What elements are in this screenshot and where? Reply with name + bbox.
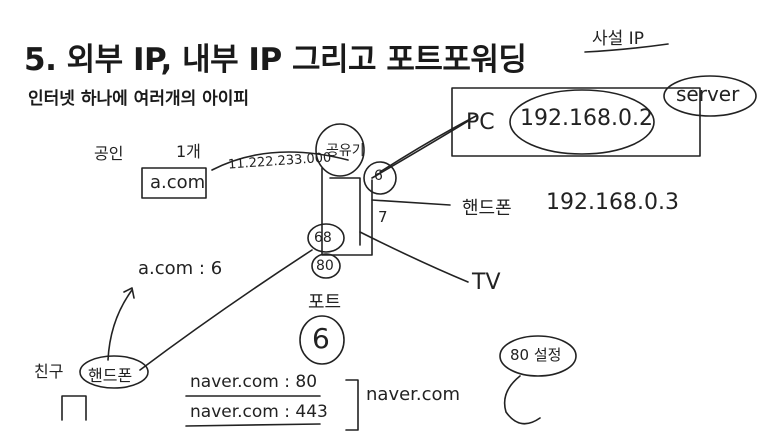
- port-6-circle: [363, 161, 397, 195]
- pc-ip: 192.168.0.2: [520, 106, 653, 131]
- port-number-circle: [299, 315, 345, 365]
- naver-bracket: [345, 379, 359, 431]
- router-circle: [315, 123, 365, 177]
- pc-box: [451, 87, 701, 157]
- port-label: 포트: [308, 292, 342, 313]
- pc-link: [371, 119, 471, 179]
- page-title: 5. 외부 IP, 내부 IP 그리고 포트포워딩: [24, 42, 527, 78]
- friend-phone-label: 핸드폰: [88, 366, 133, 385]
- page-subtitle: 인터넷 하나에 여러개의 아이피: [28, 89, 250, 109]
- domain-box: [141, 167, 207, 199]
- phone-ip: 192.168.0.3: [546, 190, 679, 215]
- naver-label: naver.com: [366, 384, 461, 405]
- friend-phone-circle: [79, 355, 149, 389]
- pc-label: PC: [466, 110, 495, 135]
- count-label: 1개: [176, 142, 201, 161]
- request-arrow: [107, 289, 133, 361]
- router-ip-arc: [211, 151, 349, 171]
- friend-figure: [61, 395, 87, 421]
- port-7: 7: [378, 208, 388, 226]
- port80-circle: [499, 335, 577, 377]
- port-68: 68: [314, 230, 332, 246]
- naver-port-80: naver.com : 80: [190, 372, 318, 392]
- server-circle: [663, 75, 757, 117]
- domain-label: a.com: [150, 172, 206, 193]
- public-label: 공인: [94, 144, 124, 163]
- port-68-circle: [307, 223, 345, 253]
- private-ip-note: 사설 IP: [592, 29, 644, 49]
- port-address: a.com : 6: [138, 258, 223, 279]
- phone-label: 핸드폰: [462, 198, 512, 219]
- server-label: server: [676, 82, 740, 106]
- router-label: 공유기: [326, 143, 365, 159]
- friend-label: 친구: [34, 362, 64, 381]
- port-6-small: 6: [374, 168, 383, 184]
- friend-link: [139, 249, 313, 371]
- tv-link: [359, 231, 469, 283]
- private-ip-underline: [584, 43, 669, 53]
- router-body: [321, 167, 373, 256]
- port-80: 80: [316, 258, 334, 274]
- port80-setting: 80 설정: [510, 346, 562, 364]
- naver-port-443: naver.com : 443: [190, 402, 328, 422]
- port-number: 6: [312, 322, 330, 355]
- tv-label: TV: [472, 270, 501, 295]
- phone-link: [371, 199, 451, 206]
- pc-ip-circle: [509, 89, 655, 155]
- port-80-circle: [311, 253, 341, 279]
